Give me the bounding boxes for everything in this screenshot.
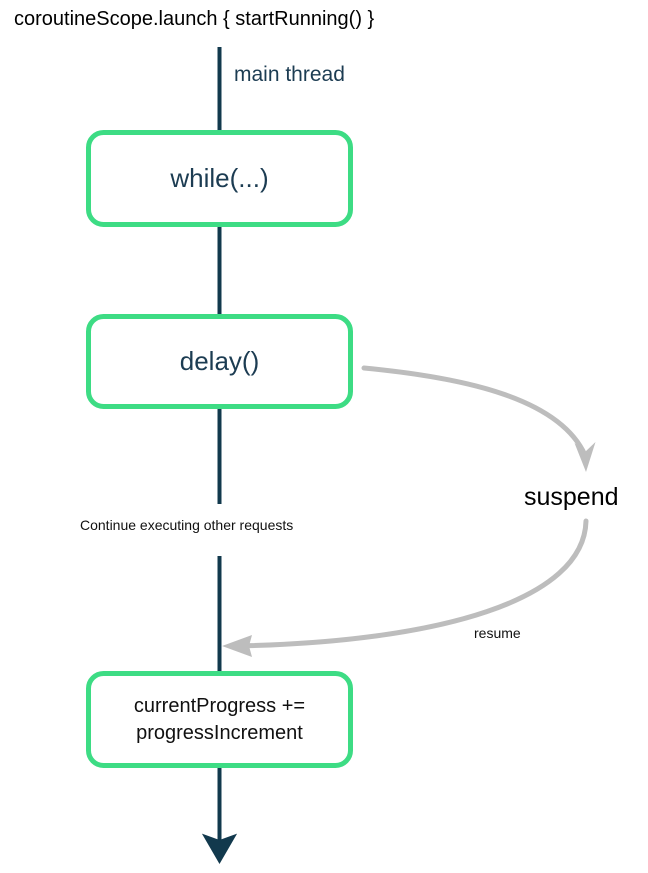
- main-thread-label: main thread: [234, 63, 345, 86]
- while-box[interactable]: [86, 130, 353, 227]
- suspend-arrow: [361, 365, 588, 458]
- page-title: coroutineScope.launch { startRunning() }: [14, 8, 375, 30]
- resume-arrowhead: [222, 635, 252, 657]
- resume-arrow: [233, 518, 589, 649]
- delay-box[interactable]: [86, 314, 353, 409]
- progress-box[interactable]: [86, 671, 353, 768]
- resume-label: resume: [474, 625, 521, 641]
- suspend-label: suspend: [524, 483, 619, 511]
- suspend-arrowhead: [574, 442, 596, 472]
- continue-executing-label: Continue executing other requests: [80, 517, 294, 533]
